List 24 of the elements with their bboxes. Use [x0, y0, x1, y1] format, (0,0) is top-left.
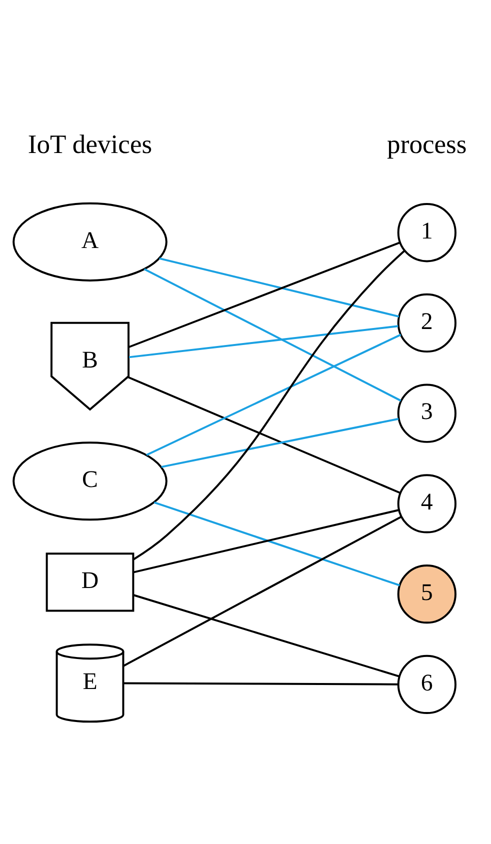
- label: IoT devices: [28, 128, 152, 159]
- connector: [133, 594, 400, 678]
- connector: [123, 682, 398, 686]
- connector: [133, 509, 400, 574]
- connector: [122, 516, 402, 667]
- node-ellipse: C: [12, 442, 168, 521]
- connector: [127, 376, 400, 494]
- connector: [128, 242, 400, 348]
- node-circle: 6: [397, 654, 456, 714]
- node-circle: 4: [397, 474, 456, 534]
- node-circle: 1: [397, 203, 456, 262]
- connector: [161, 418, 399, 468]
- connector: [144, 268, 402, 402]
- label: process: [387, 128, 467, 159]
- node-circle: 5: [397, 564, 456, 624]
- node-circle: 3: [397, 384, 456, 443]
- connector: [128, 325, 398, 358]
- connector: [146, 334, 402, 456]
- connector: [154, 501, 400, 586]
- node-ellipse: A: [12, 202, 168, 282]
- node-box: D: [46, 552, 134, 612]
- connector: [132, 250, 406, 560]
- connector: [159, 257, 400, 318]
- node-circle: 2: [397, 293, 456, 353]
